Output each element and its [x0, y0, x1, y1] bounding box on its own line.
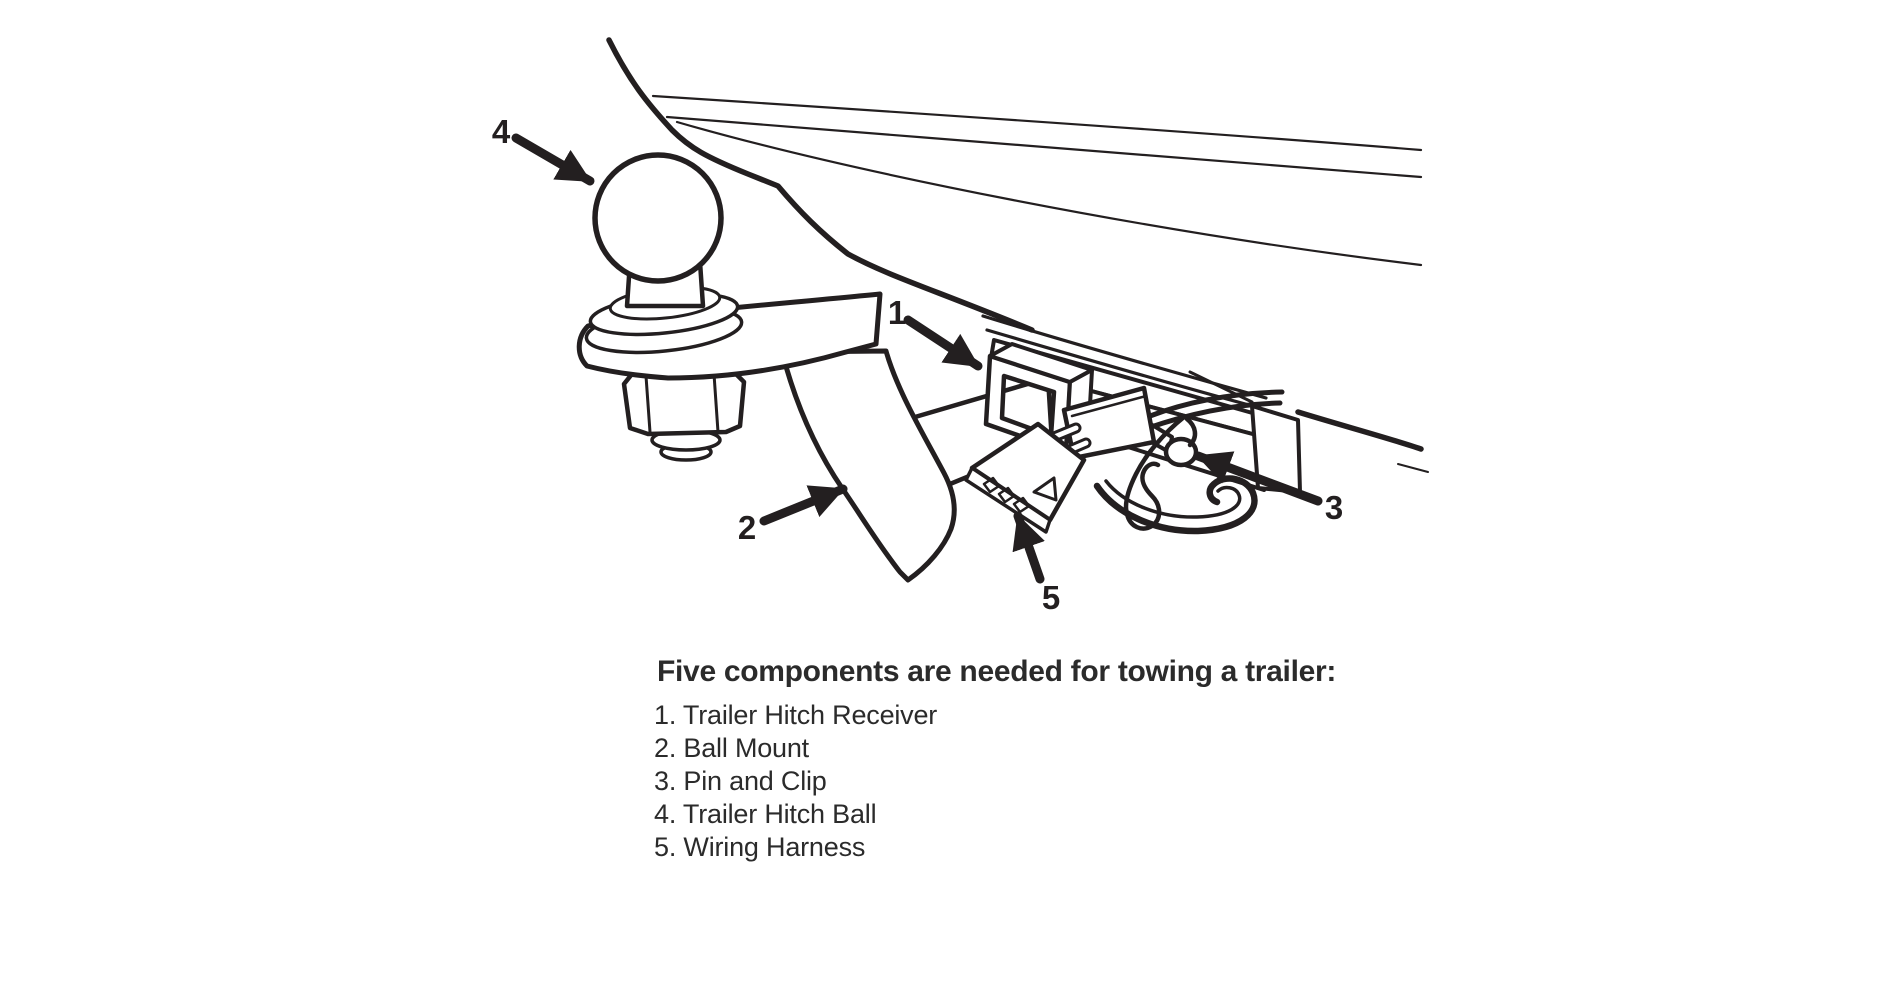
car-rear-quarter-curve: [606, 37, 1035, 333]
nut-facet-left: [644, 374, 652, 434]
mounting-nut: [621, 369, 747, 437]
bumper-edge-right: [1295, 409, 1424, 452]
callout-3-arrow: [1193, 451, 1323, 506]
callout-5-arrow: [1012, 511, 1045, 584]
callout-2-arrow: [759, 484, 848, 526]
bumper-lower-edge-1: [981, 314, 1268, 400]
callout-1-label: 1: [888, 294, 906, 331]
callout-4-arrow: [511, 133, 595, 186]
trailer-connector-pin-2: [997, 486, 1016, 504]
callout-2-label: 2: [738, 509, 756, 546]
pin-and-clip: [1093, 414, 1258, 535]
legend-item-hitch-ball: 4. Trailer Hitch Ball: [654, 799, 877, 829]
car-body-outline: [606, 37, 1429, 473]
harness-trailer-connector: [964, 421, 1087, 534]
legend-item-receiver: 1. Trailer Hitch Receiver: [654, 700, 938, 730]
ball-mount-arm: [779, 348, 957, 583]
trailer-connector-notch: [1032, 476, 1058, 502]
trailer-hitch-ball: [592, 152, 724, 284]
car-body-lower-crease-line: [675, 120, 1423, 267]
callout-5-label: 5: [1042, 579, 1060, 616]
trailer-connector-pin-3: [1012, 496, 1031, 514]
car-body-crease-line-1: [651, 94, 1423, 152]
bumper-lower-edge-2: [985, 328, 1262, 410]
legend-item-wiring-harness: 5. Wiring Harness: [654, 832, 866, 862]
car-body-crease-line-2: [665, 115, 1423, 179]
legend: Five components are needed for towing a …: [654, 655, 1457, 862]
clip-curl-outer: [1093, 475, 1258, 535]
callouts: 4 1 2 3 5: [492, 113, 1343, 616]
clip-hook: [1184, 416, 1198, 448]
nut-facet-right: [712, 372, 720, 434]
legend-title: Five components are needed for towing a …: [657, 655, 1337, 688]
harness-wire-lower: [1145, 400, 1283, 431]
callout-4-label: 4: [492, 113, 511, 150]
harness-vehicle-connector-edge: [1070, 394, 1148, 418]
callout-1-arrow: [903, 315, 983, 371]
callout-3-label: 3: [1325, 489, 1343, 526]
clip-curl-inner: [1104, 479, 1242, 519]
underbody-mark: [1397, 463, 1429, 473]
legend-list: 1. Trailer Hitch Receiver 2. Ball Mount …: [654, 699, 1354, 864]
ball-mount-platform-group: [576, 152, 883, 462]
legend-item-ball-mount: 2. Ball Mount: [654, 733, 809, 763]
trailer-connector-pin-1: [982, 476, 1001, 494]
harness-wire-upper: [1147, 389, 1285, 419]
legend-item-pin-and-clip: 3. Pin and Clip: [654, 766, 827, 796]
